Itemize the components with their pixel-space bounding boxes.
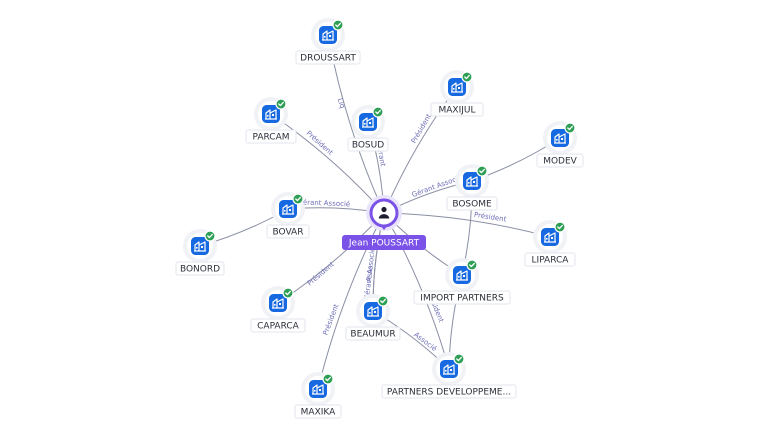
building-icon xyxy=(541,228,559,246)
center-ring xyxy=(369,198,399,228)
company-label: BONORD xyxy=(180,265,220,275)
check-badge-icon xyxy=(466,259,478,271)
edge-label-beaumur: Asso xyxy=(365,265,375,282)
node-label-background xyxy=(446,196,498,211)
node-label-background xyxy=(524,252,576,267)
edge-label-maxika: Président xyxy=(322,303,341,337)
company-label: IMPORT PARTNERS xyxy=(420,294,504,304)
node-label-background xyxy=(347,137,389,152)
center-person-node[interactable]: Jean POUSSART xyxy=(342,195,426,250)
node-label-background xyxy=(294,404,342,419)
company-label: LIPARCA xyxy=(532,256,570,266)
building-icon xyxy=(440,360,458,378)
center-person-label: Jean POUSSART xyxy=(348,239,420,249)
node-layer: DROUSSART MAXIJUL PARCAM BOSUD MODEV BOSOME BO… xyxy=(175,18,584,419)
node-label-background xyxy=(295,50,361,65)
company-node-import-partners[interactable]: IMPORT PARTNERS xyxy=(413,258,511,305)
building-icon xyxy=(319,26,337,44)
company-label: MODEV xyxy=(543,157,577,167)
center-pointer xyxy=(380,225,388,230)
check-badge-icon xyxy=(332,19,344,31)
company-node-maxijul[interactable]: MAXIJUL xyxy=(430,70,484,117)
company-label: CAPARCA xyxy=(257,322,300,332)
company-label: BOVAR xyxy=(273,228,304,238)
building-icon xyxy=(551,129,569,147)
company-node-partners-dev[interactable]: PARTNERS DEVELOPPEME... xyxy=(381,352,517,399)
company-label: BEAUMUR xyxy=(350,330,395,340)
company-label: PARCAM xyxy=(252,133,289,143)
check-badge-icon xyxy=(564,122,576,134)
node-label-background xyxy=(245,129,297,144)
company-node-bosome[interactable]: BOSOME xyxy=(446,164,498,211)
building-icon xyxy=(364,302,382,320)
company-node-parcam[interactable]: PARCAM xyxy=(245,97,297,144)
company-node-liparca[interactable]: LIPARCA xyxy=(524,220,576,267)
check-badge-icon xyxy=(476,165,488,177)
node-label-background xyxy=(175,261,225,276)
edge-label-bosome: Gérant Associé xyxy=(411,173,463,199)
edge-label-parcam: Président xyxy=(305,129,335,157)
building-icon xyxy=(262,105,280,123)
check-badge-icon xyxy=(275,98,287,110)
company-node-beaumur[interactable]: BEAUMUR xyxy=(345,294,401,341)
node-label-background xyxy=(430,102,484,117)
check-badge-icon xyxy=(322,373,334,385)
check-badge-icon xyxy=(461,71,473,83)
edge-label-caparca: Président xyxy=(306,260,336,287)
check-badge-icon xyxy=(292,193,304,205)
building-icon xyxy=(359,113,377,131)
edge-center-liparca xyxy=(383,212,551,238)
node-label-background xyxy=(266,224,310,239)
node-label-background xyxy=(250,318,306,333)
company-label: MAXIKA xyxy=(301,408,336,418)
company-label: PARTNERS DEVELOPPEME... xyxy=(387,388,511,398)
edge-label-partners-dev: Associé xyxy=(412,331,438,353)
node-label-background xyxy=(345,326,401,341)
person-icon xyxy=(378,206,390,219)
edge-label-droussart: Liq xyxy=(336,97,347,109)
node-label-background xyxy=(536,153,584,168)
company-node-bovar[interactable]: BOVAR xyxy=(266,192,310,239)
company-node-bonord[interactable]: BONORD xyxy=(175,229,225,276)
company-node-modev[interactable]: MODEV xyxy=(536,121,584,168)
building-icon xyxy=(448,78,466,96)
check-badge-icon xyxy=(282,287,294,299)
check-badge-icon xyxy=(453,353,465,365)
company-label: BOSOME xyxy=(452,200,492,210)
center-label-background xyxy=(342,235,426,250)
node-label-background xyxy=(413,290,511,305)
edge-label-bovar: Gérant Associé xyxy=(297,198,350,208)
building-icon xyxy=(279,200,297,218)
company-label: BOSUD xyxy=(352,141,384,151)
company-node-maxika[interactable]: MAXIKA xyxy=(294,372,342,419)
building-icon xyxy=(453,266,471,284)
company-label: MAXIJUL xyxy=(439,106,476,116)
company-node-caparca[interactable]: CAPARCA xyxy=(250,286,306,333)
check-badge-icon xyxy=(554,221,566,233)
company-node-bosud[interactable]: BOSUD xyxy=(347,105,389,152)
building-icon xyxy=(463,172,481,190)
company-node-droussart[interactable]: DROUSSART xyxy=(295,18,361,65)
building-icon xyxy=(191,237,209,255)
check-badge-icon xyxy=(204,230,216,242)
building-icon xyxy=(309,380,327,398)
edge-center-partners-dev xyxy=(383,212,450,370)
node-label-background xyxy=(381,384,517,399)
building-icon xyxy=(269,294,287,312)
edge-center-maxika xyxy=(317,212,385,390)
check-badge-icon xyxy=(377,295,389,307)
check-badge-icon xyxy=(372,106,384,118)
company-label: DROUSSART xyxy=(300,54,356,64)
